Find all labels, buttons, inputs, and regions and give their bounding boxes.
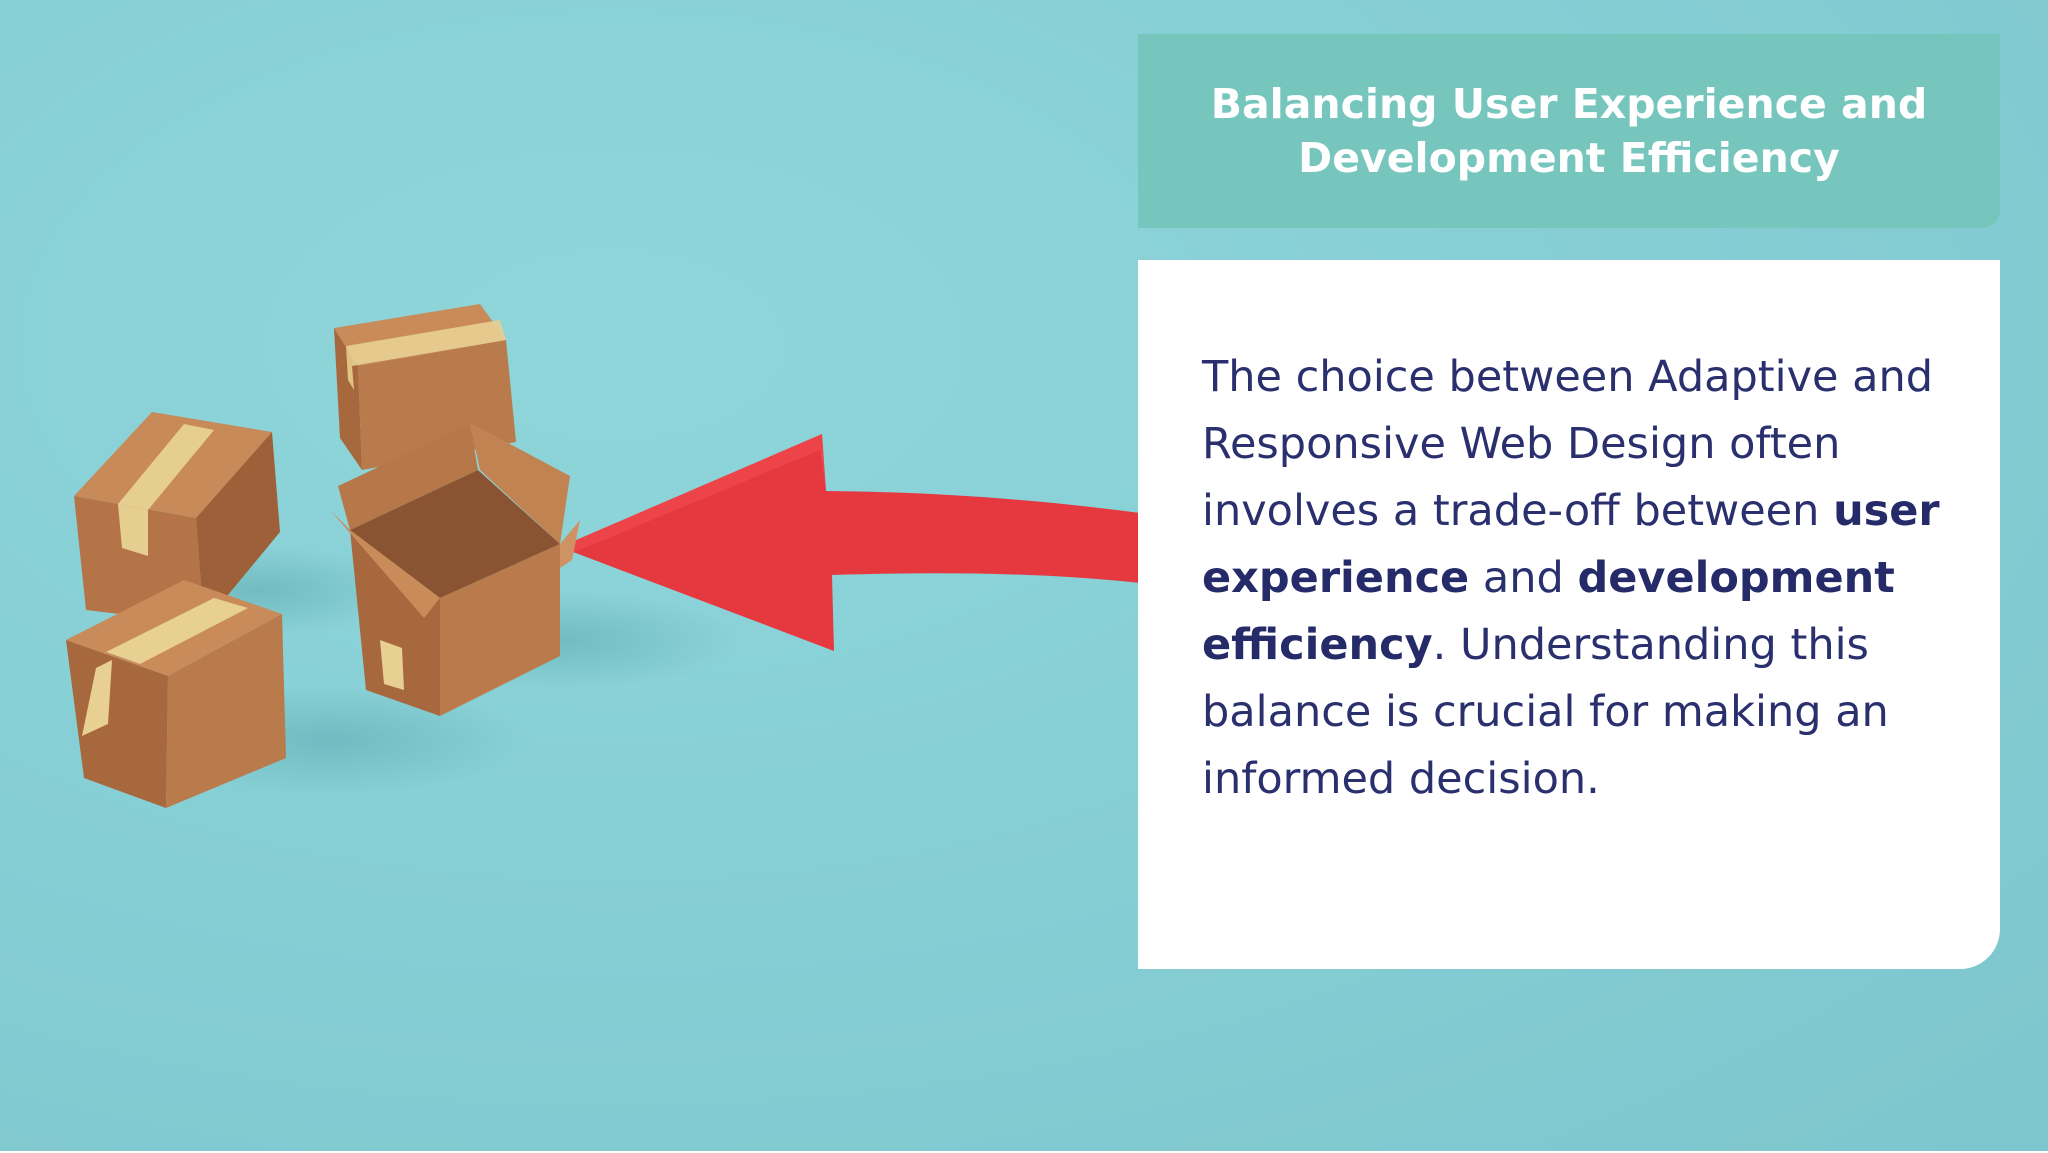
body-paragraph: The choice between Adaptive and Responsi… [1202,344,1962,813]
body-text-segment: and [1469,553,1578,603]
body-text-segment: The choice between Adaptive and Responsi… [1202,352,1934,536]
content-card: The choice between Adaptive and Responsi… [1138,260,2000,969]
boxes-arrow-illustration [66,304,1140,808]
bottom-border [0,1151,2048,1153]
highlight-user-experience: user experience [1202,486,1940,603]
slide-title: Balancing User Experience and Developmen… [1210,80,1928,182]
highlight-development-efficiency: development efficiency [1202,553,1895,670]
open-cardboard-box [330,424,580,716]
title-banner: Balancing User Experience and Developmen… [1138,34,2000,228]
body-text-segment: . Understanding this balance is crucial … [1202,620,1889,804]
red-arrow [560,434,1140,651]
cardboard-box [66,580,286,808]
